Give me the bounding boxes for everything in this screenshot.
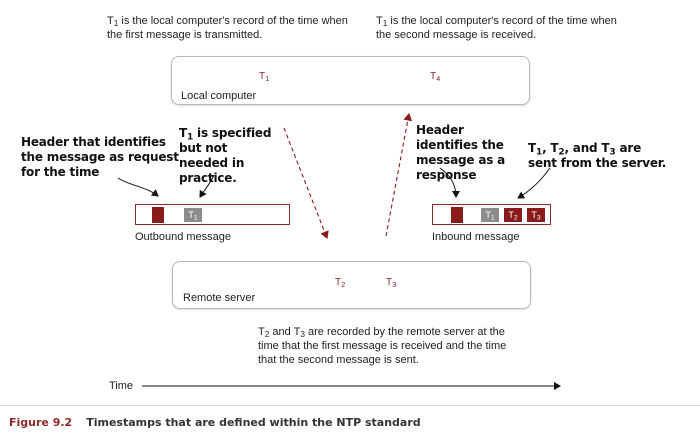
remote-t3-label: T3 — [386, 277, 397, 289]
inbound-t2-cell: T2 — [504, 208, 522, 222]
note-t1-transmitted: T1 is the local computer's record of the… — [107, 15, 348, 41]
note-t4-received: T1 is the local computer's record of the… — [376, 15, 617, 41]
note-t2-t3-recorded: T2 and T3 are recorded by the remote ser… — [258, 326, 507, 366]
inbound-message-label: Inbound message — [432, 231, 520, 243]
remote-server-box: T2 T3 Remote server — [172, 261, 531, 309]
figure-number: Figure 9.2 — [9, 416, 73, 429]
request-path-arrow — [283, 127, 329, 240]
outbound-t1-cell: T1 — [184, 208, 202, 222]
local-computer-box: T1 T4 Local computer — [171, 56, 530, 105]
pointer-server-times — [517, 167, 551, 199]
remote-t2-label: T2 — [335, 277, 346, 289]
figure-caption: Figure 9.2 Timestamps that are defined wi… — [9, 416, 421, 429]
callout-request-header: Header that identifies the message as re… — [21, 135, 179, 179]
local-t4-label: T4 — [430, 71, 441, 83]
inbound-t1-cell: T1 — [481, 208, 499, 222]
pointer-t1-specified — [199, 174, 215, 198]
time-axis-label: Time — [109, 380, 134, 392]
figure-caption-text: Timestamps that are defined within the N… — [86, 416, 421, 429]
response-path-arrow — [385, 112, 413, 237]
local-t1-label: T1 — [259, 71, 270, 83]
pointer-response-header — [439, 167, 460, 198]
callout-server-times: T1, T2, and T3 are sent from the server. — [528, 141, 667, 170]
remote-server-label: Remote server — [183, 292, 256, 304]
caption-rule — [0, 405, 700, 406]
local-computer-label: Local computer — [181, 90, 257, 102]
pointer-request-header — [117, 177, 159, 197]
inbound-t3-cell: T3 — [527, 208, 545, 222]
callout-t1-specified: T1 is specified but not needed in practi… — [179, 126, 272, 185]
outbound-message-label: Outbound message — [135, 231, 232, 243]
outbound-header-cell — [152, 207, 164, 223]
outbound-message: T1 — [135, 204, 290, 225]
inbound-header-cell — [451, 207, 463, 223]
callout-response-header: Header identifies the message as a respo… — [416, 123, 506, 182]
inbound-message: T1 T2 T3 — [432, 204, 551, 225]
